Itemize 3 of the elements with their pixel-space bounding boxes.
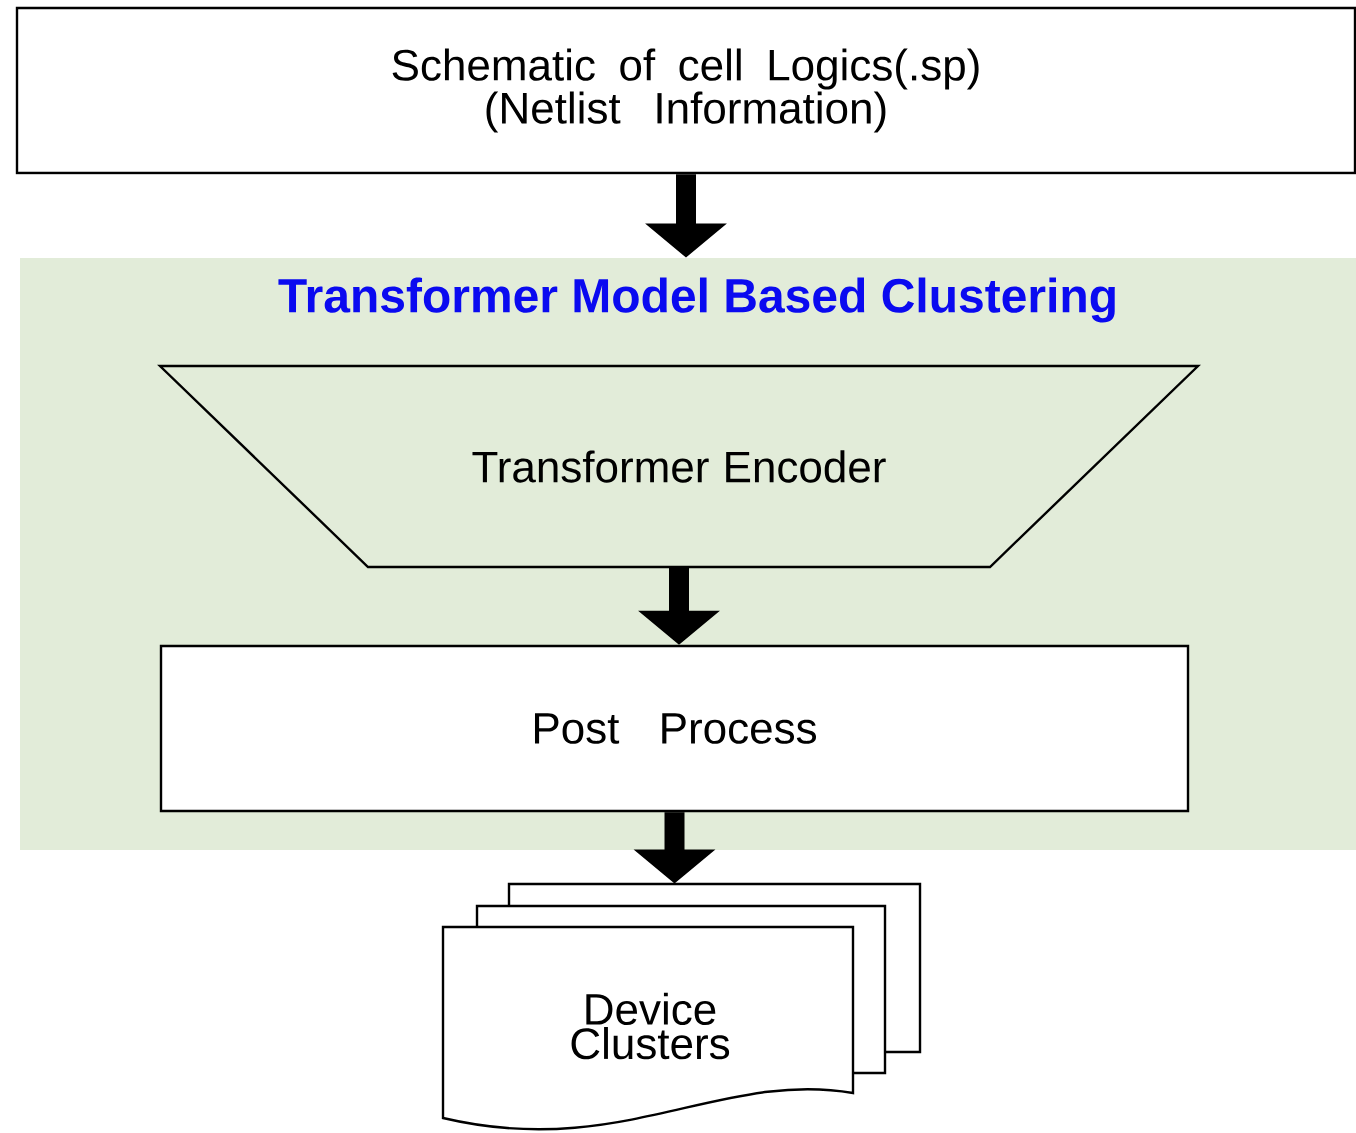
process-box: Schematic of cell Logics(.sp) (Netlist Information)	[15, 6, 1356, 175]
process-box: Post Process	[159, 644, 1190, 813]
document-stack: Device Clusters	[441, 882, 922, 1131]
